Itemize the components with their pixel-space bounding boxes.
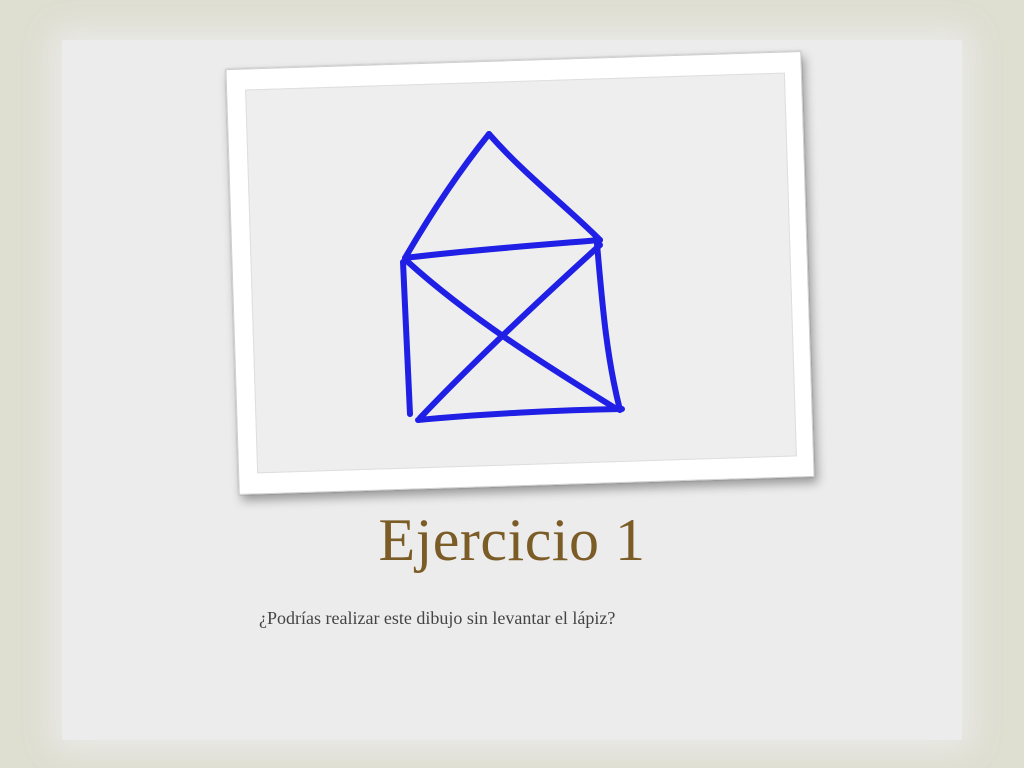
slide-subtitle: ¿Podrías realizar este dibujo sin levant… [259,608,616,628]
right-wall-line [594,241,623,413]
roof-right-line [486,131,603,243]
diagonal-line-1 [405,259,618,411]
diagonal-line-2 [417,242,603,421]
roof-base-line [402,237,603,261]
floor-line [415,406,625,423]
slide-title: Ejercicio 1 [378,507,646,573]
roof-left-line [402,131,492,261]
left-wall-line [400,259,413,417]
